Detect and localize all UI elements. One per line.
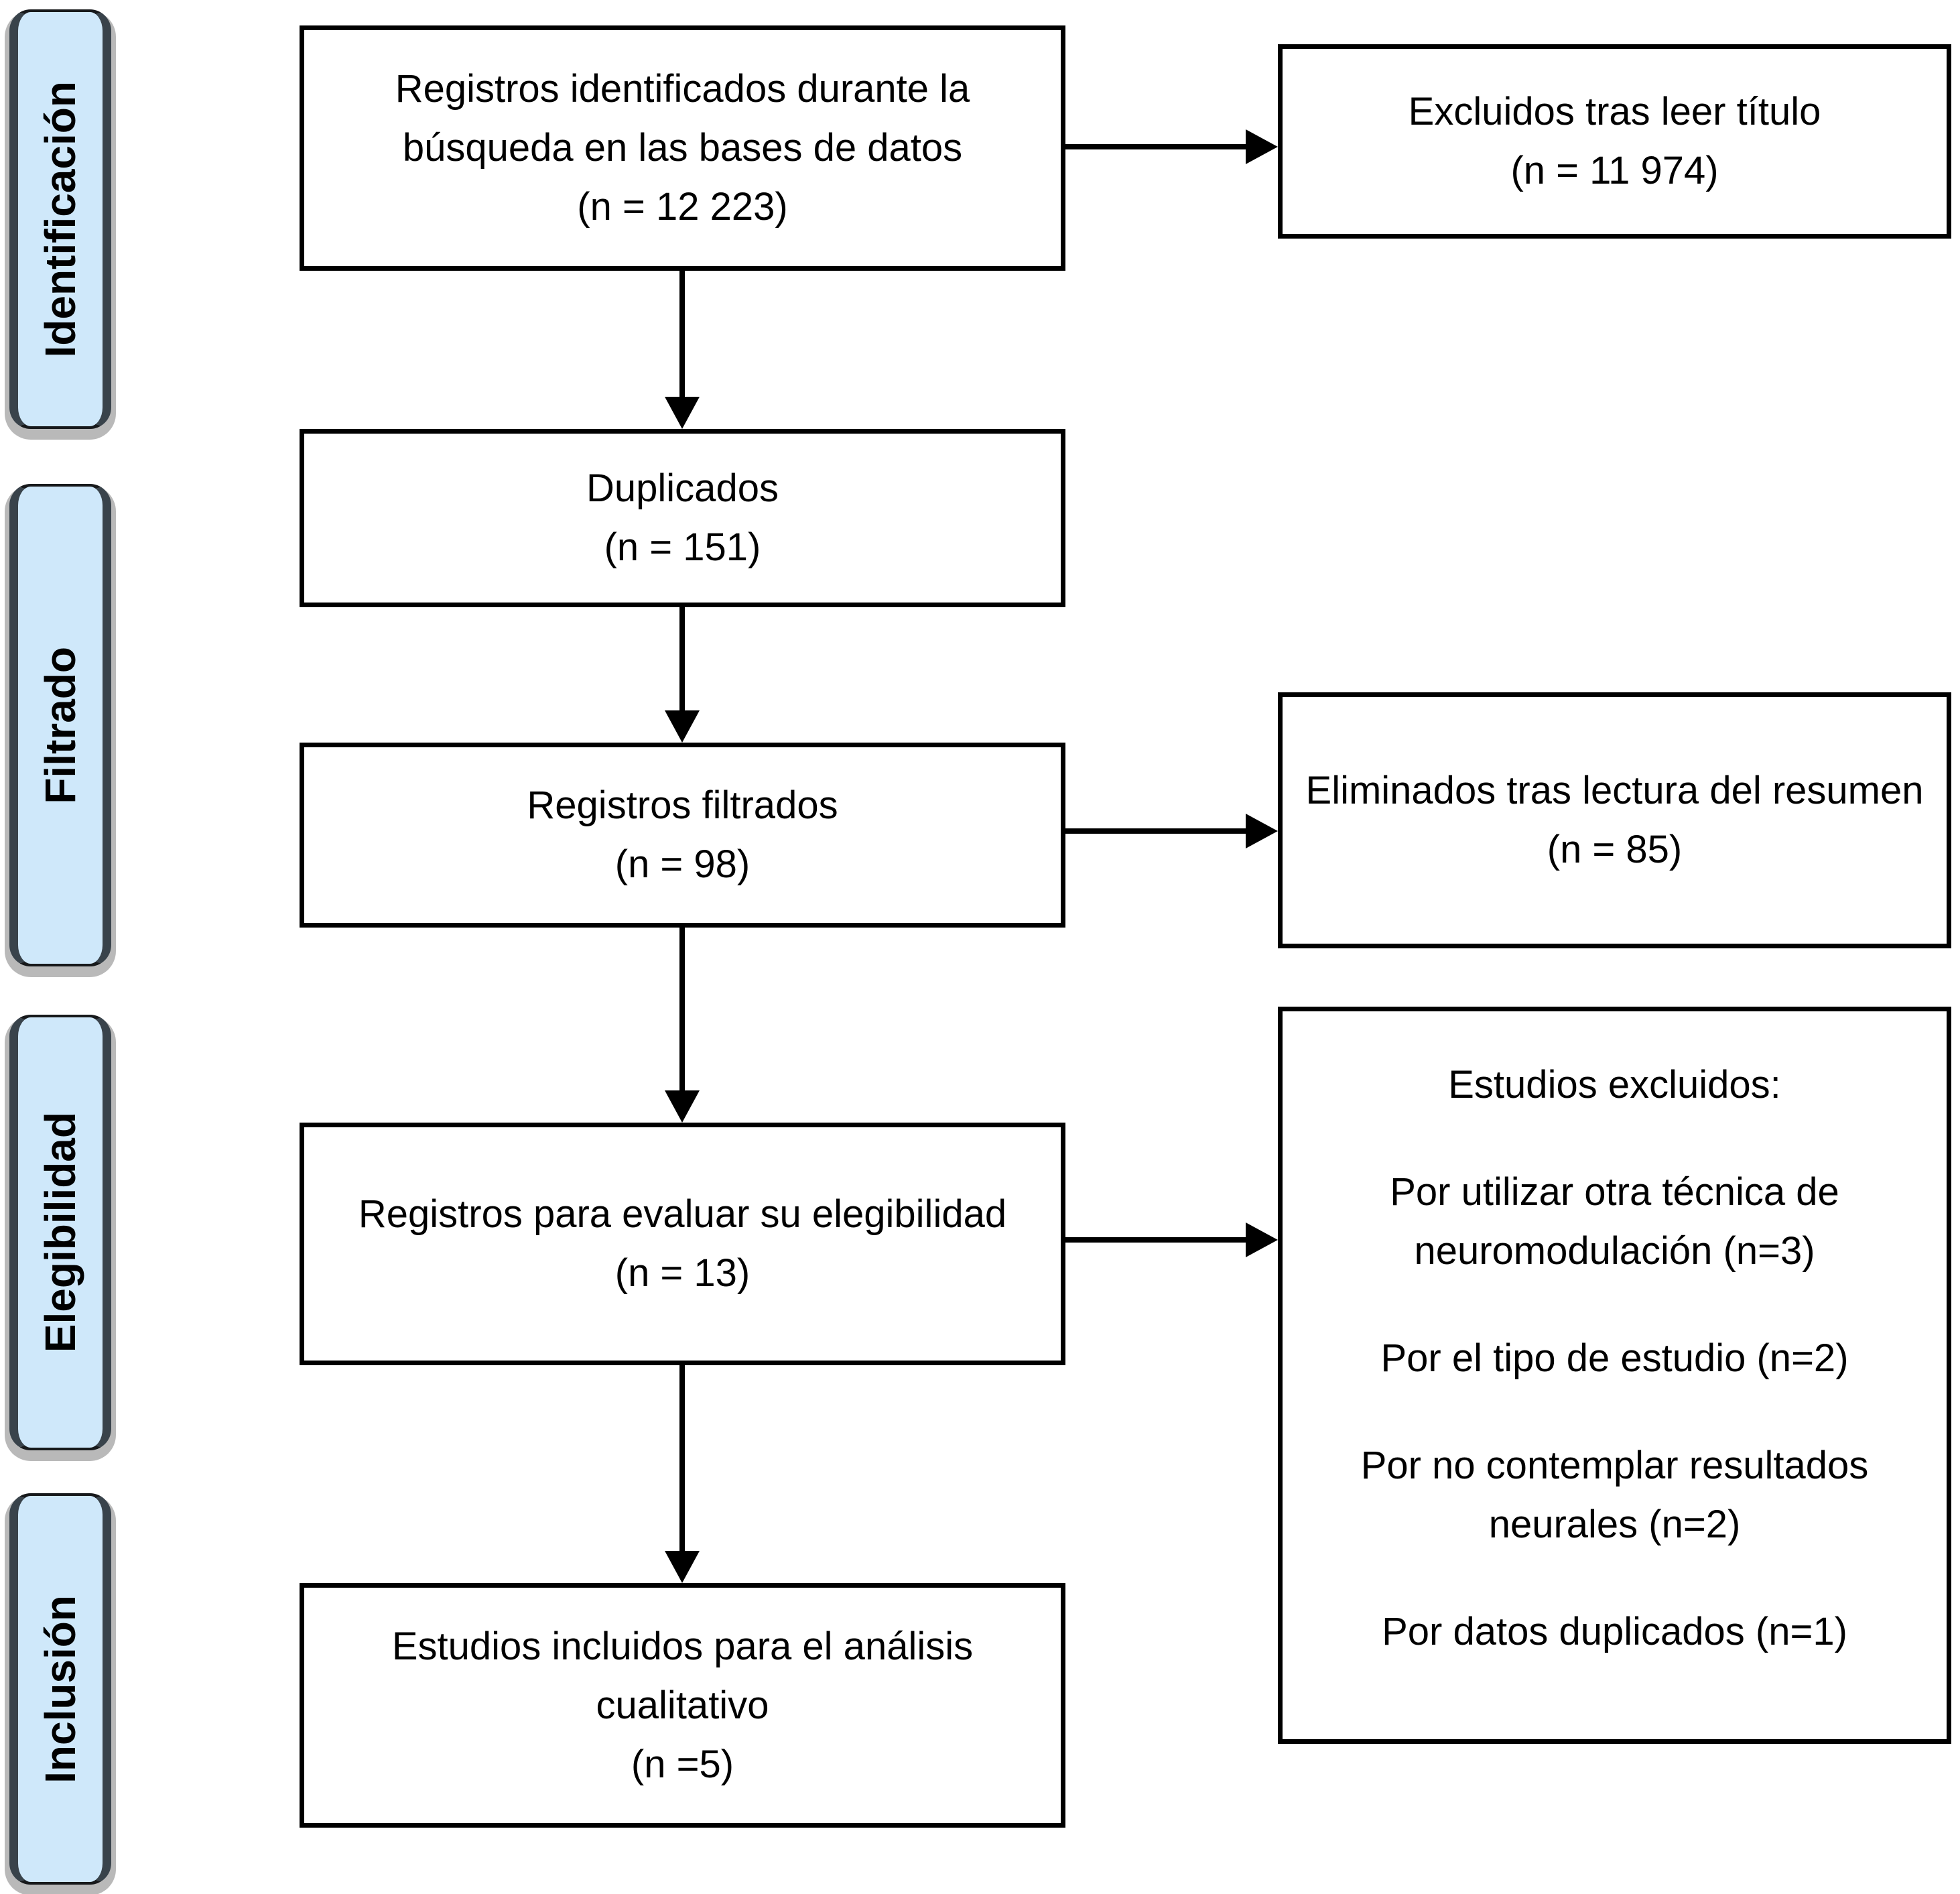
stage-identification-label: Identificación	[36, 80, 84, 358]
arrow-identified-to-duplicates-head	[665, 397, 700, 429]
arrow-eligibility-to-included-head	[665, 1551, 700, 1583]
excluded-reason-duplicated-data: Por datos duplicados (n=1)	[1382, 1610, 1847, 1653]
box-removed-abstract-read-count: (n = 85)	[1547, 828, 1683, 871]
box-duplicates: Duplicados (n = 151)	[300, 429, 1065, 607]
box-records-eligibility-count: (n = 13)	[614, 1251, 750, 1295]
stage-identification: Identificación	[9, 9, 111, 429]
box-records-identified-label: Registros identificados durante la búsqu…	[395, 67, 970, 170]
box-excluded-title-read: Excluidos tras leer título (n = 11 974)	[1278, 44, 1951, 239]
box-duplicates-count: (n = 151)	[604, 525, 761, 569]
box-records-screened: Registros filtrados (n = 98)	[300, 743, 1065, 928]
box-records-identified: Registros identificados durante la búsqu…	[300, 25, 1065, 271]
box-studies-excluded-title: Estudios excluidos:	[1448, 1063, 1781, 1107]
arrow-identified-to-excluded-head	[1246, 129, 1278, 164]
arrow-screened-to-eligibility-line	[679, 928, 685, 1093]
excluded-reason-study-type: Por el tipo de estudio (n=2)	[1380, 1336, 1849, 1380]
arrow-screened-to-eligibility-head	[665, 1090, 700, 1123]
box-studies-included: Estudios incluidos para el análisis cual…	[300, 1583, 1065, 1828]
stage-screening-label: Filtrado	[36, 646, 84, 804]
arrow-identified-to-duplicates-line	[679, 271, 685, 399]
arrow-duplicates-to-screened-head	[665, 710, 700, 743]
arrow-identified-to-excluded-line	[1065, 144, 1248, 149]
stage-eligibility-label: Elegibilidad	[36, 1112, 84, 1353]
arrow-eligibility-to-included-line	[679, 1365, 685, 1554]
box-records-screened-count: (n = 98)	[614, 842, 750, 886]
box-excluded-title-read-count: (n = 11 974)	[1510, 149, 1719, 192]
box-duplicates-label: Duplicados	[586, 466, 779, 510]
box-records-eligibility: Registros para evaluar su elegibilidad (…	[300, 1123, 1065, 1365]
stage-inclusion-label: Inclusión	[36, 1594, 84, 1783]
arrow-eligibility-to-excluded-studies-line	[1065, 1237, 1248, 1243]
box-studies-included-label: Estudios incluidos para el análisis cual…	[391, 1624, 974, 1727]
box-excluded-title-read-label: Excluidos tras leer título	[1408, 90, 1821, 133]
excluded-reason-other-technique: Por utilizar otra técnica de neuromodula…	[1390, 1170, 1839, 1273]
stage-screening: Filtrado	[9, 484, 111, 966]
excluded-reason-no-neural-results: Por no contemplar resultados neurales (n…	[1360, 1444, 1869, 1546]
box-removed-abstract-read-label: Eliminados tras lectura del resumen	[1305, 769, 1924, 812]
box-studies-included-count: (n =5)	[631, 1742, 734, 1786]
stage-inclusion: Inclusión	[9, 1493, 111, 1885]
arrow-duplicates-to-screened-line	[679, 607, 685, 713]
box-studies-excluded: Estudios excluidos: Por utilizar otra té…	[1278, 1007, 1951, 1744]
box-records-identified-count: (n = 12 223)	[577, 185, 788, 229]
arrow-eligibility-to-excluded-studies-head	[1246, 1222, 1278, 1257]
stage-eligibility: Elegibilidad	[9, 1015, 111, 1450]
box-records-screened-label: Registros filtrados	[527, 783, 838, 827]
box-removed-abstract-read: Eliminados tras lectura del resumen (n =…	[1278, 692, 1951, 948]
arrow-screened-to-removed-line	[1065, 828, 1248, 834]
box-records-eligibility-label: Registros para evaluar su elegibilidad	[358, 1192, 1007, 1236]
arrow-screened-to-removed-head	[1246, 814, 1278, 848]
